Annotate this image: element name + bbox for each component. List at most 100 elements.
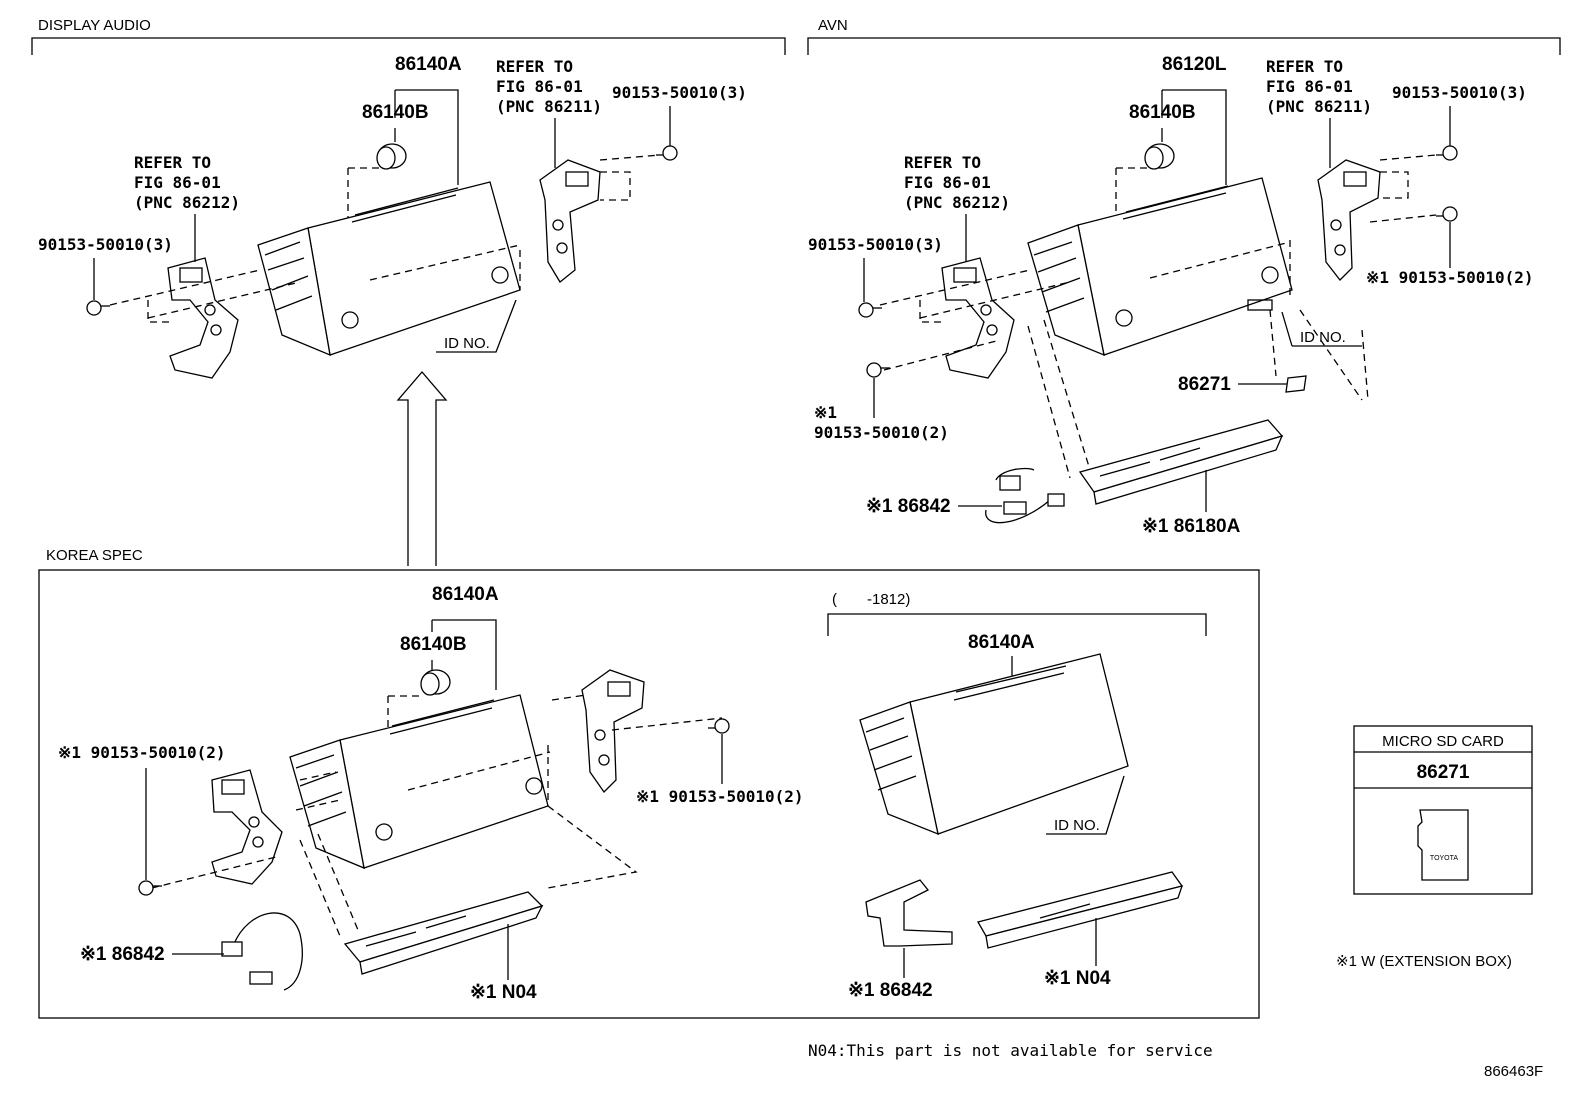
section-title-display-audio: DISPLAY AUDIO xyxy=(38,17,151,34)
micro-sd-title: MICRO SD CARD xyxy=(1382,733,1504,750)
display-audio-group: 86140A 86140B REFER xyxy=(38,54,747,379)
leader-line xyxy=(432,619,497,690)
display-audio-knob-pn: 86140B xyxy=(362,102,429,123)
screw-part xyxy=(86,300,110,316)
extension-box-part xyxy=(343,891,544,975)
head-unit-part xyxy=(1027,177,1293,357)
avn-screw-right-top: 90153-50010(3) xyxy=(1392,83,1527,102)
dashed-guide xyxy=(879,269,1071,323)
bracket-avn xyxy=(807,37,1561,55)
dashed-guide xyxy=(109,269,301,323)
screw-part xyxy=(656,145,678,161)
screw-part xyxy=(858,302,882,318)
left-bracket-part xyxy=(211,769,283,885)
da-screw-right: 90153-50010(3) xyxy=(612,83,747,102)
leader-line xyxy=(1162,89,1227,185)
micro-sd-card-brand: TOYOTA xyxy=(1430,855,1458,862)
extension-box-part xyxy=(977,871,1184,949)
da-screw-left: 90153-50010(3) xyxy=(38,235,173,254)
harness-part xyxy=(985,467,1065,524)
da-refer-left-2: FIG 86-01 xyxy=(134,173,221,192)
dashed-guide xyxy=(1149,241,1291,279)
avn-sd-pn: 86271 xyxy=(1178,374,1231,395)
dashed-guide xyxy=(551,694,723,731)
footnote: N04:This part is not available for servi… xyxy=(808,1041,1213,1060)
dashed-guide xyxy=(407,745,551,806)
korea-screw-left: ※1 90153-50010(2) xyxy=(58,743,226,762)
dashed-guide xyxy=(369,244,521,281)
left-bracket-part xyxy=(167,257,239,379)
dashed-guide xyxy=(883,339,1001,371)
display-audio-unit-pn: 86140A xyxy=(395,54,462,75)
screw-part xyxy=(866,362,890,378)
head-unit-part xyxy=(289,694,549,870)
korea-alt-ext-box: ※1 N04 xyxy=(1044,968,1111,989)
dashed-guide xyxy=(1369,154,1437,223)
leader-line xyxy=(1046,775,1125,835)
dashed-guide xyxy=(1380,171,1409,199)
bracket-period xyxy=(827,613,1207,636)
da-id-no: ID NO. xyxy=(444,335,490,352)
avn-screw-left-bottom-mark: ※1 xyxy=(814,403,837,422)
section-title-korea-spec: KOREA SPEC xyxy=(46,547,143,564)
korea-harness: ※1 86842 xyxy=(80,944,165,965)
period-label: ( -1812) xyxy=(832,591,910,608)
legend-note: ※1 W (EXTENSION BOX) xyxy=(1336,953,1512,970)
avn-screw-left-bottom: 90153-50010(2) xyxy=(814,423,949,442)
up-arrow xyxy=(396,371,448,566)
korea-screw-right: ※1 90153-50010(2) xyxy=(636,787,804,806)
dashed-guide xyxy=(1269,309,1277,377)
screw-part xyxy=(708,718,730,734)
korea-spec-group: 86140A 86140B ※1 xyxy=(58,584,1207,1003)
head-unit-part xyxy=(859,653,1129,836)
screw-part xyxy=(1436,206,1458,222)
avn-refer-right-1: REFER TO xyxy=(1266,57,1343,76)
left-bracket-part xyxy=(941,257,1015,379)
harness-part xyxy=(865,879,953,947)
head-unit-part xyxy=(257,181,521,357)
right-bracket-part xyxy=(1317,159,1381,281)
harness-part xyxy=(221,912,303,991)
micro-sd-card-icon xyxy=(1417,809,1469,881)
knob-part xyxy=(420,669,451,696)
avn-refer-right-2: FIG 86-01 xyxy=(1266,77,1353,96)
leader-line xyxy=(436,299,517,353)
avn-screw-left: 90153-50010(3) xyxy=(808,235,943,254)
korea-alt-harness: ※1 86842 xyxy=(848,980,933,1001)
micro-sd-pn: 86271 xyxy=(1417,762,1470,783)
korea-spec-frame xyxy=(38,569,1260,1019)
micro-sd-card-box: MICRO SD CARD 86271 TOYOTA xyxy=(1353,725,1533,895)
da-refer-left-3: (PNC 86212) xyxy=(134,193,240,212)
da-refer-right-2: FIG 86-01 xyxy=(496,77,583,96)
avn-knob-pn: 86140B xyxy=(1129,102,1196,123)
korea-unit-pn: 86140A xyxy=(432,584,499,605)
screw-part xyxy=(138,880,162,896)
korea-alt-id-no: ID NO. xyxy=(1054,817,1100,834)
avn-refer-right-3: (PNC 86211) xyxy=(1266,97,1372,116)
dashed-guide xyxy=(599,154,661,161)
avn-refer-left-3: (PNC 86212) xyxy=(904,193,1010,212)
korea-knob-pn: 86140B xyxy=(400,634,467,655)
avn-id-no: ID NO. xyxy=(1300,329,1346,346)
figure-id: 866463F xyxy=(1484,1063,1543,1080)
korea-ext-box: ※1 N04 xyxy=(470,982,537,1003)
dashed-guide xyxy=(151,771,341,889)
leader-line xyxy=(1281,311,1362,347)
avn-refer-left-1: REFER TO xyxy=(904,153,981,172)
knob-part xyxy=(376,143,407,170)
da-refer-right-3: (PNC 86211) xyxy=(496,97,602,116)
avn-screw-right-bottom: ※1 90153-50010(2) xyxy=(1366,268,1534,287)
da-refer-right-1: REFER TO xyxy=(496,57,573,76)
dashed-guide xyxy=(1027,309,1369,479)
knob-part xyxy=(1144,143,1175,170)
right-bracket-part xyxy=(539,159,601,283)
dashed-guide xyxy=(600,171,631,201)
avn-unit-pn: 86120L xyxy=(1162,54,1227,75)
extension-box-part xyxy=(1078,419,1284,505)
leader-line xyxy=(395,89,459,185)
avn-group: 86120L 86140B REFER TO xyxy=(808,54,1534,537)
da-refer-left-1: REFER TO xyxy=(134,153,211,172)
micro-sd-part xyxy=(1285,375,1307,393)
dashed-guide xyxy=(299,805,638,937)
